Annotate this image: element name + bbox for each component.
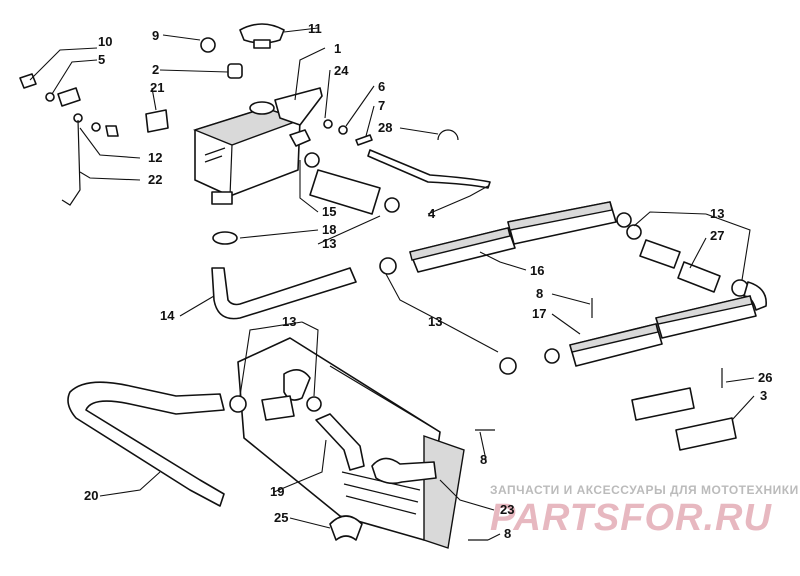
rail-brackets bbox=[631, 387, 737, 451]
callout-17: 17 bbox=[532, 306, 546, 321]
callout-2: 2 bbox=[152, 62, 159, 77]
watermark-logo: PARTSFOR.RU bbox=[490, 497, 772, 539]
hose-adapter bbox=[261, 395, 295, 421]
spacer-bushing bbox=[227, 63, 243, 79]
callout-18: 18 bbox=[322, 222, 336, 237]
radiator-outlet-hose bbox=[371, 457, 437, 485]
hose-clamp bbox=[229, 395, 247, 413]
leader-lines bbox=[29, 27, 755, 541]
hose-clamp bbox=[626, 224, 642, 240]
rear-hose bbox=[639, 239, 681, 269]
short-hose bbox=[309, 169, 381, 215]
washer bbox=[323, 119, 333, 129]
radiator-hose bbox=[315, 413, 365, 471]
spring-clamp bbox=[437, 129, 459, 141]
callout-13: 13 bbox=[710, 206, 724, 221]
heat-exchanger-upper bbox=[379, 201, 632, 275]
callout-24: 24 bbox=[334, 63, 349, 78]
callout-13: 13 bbox=[322, 236, 336, 251]
callout-numbers: 10 5 9 11 1 2 24 21 6 7 28 12 22 15 18 1… bbox=[84, 21, 772, 541]
callout-15: 15 bbox=[322, 204, 336, 219]
callout-9: 9 bbox=[152, 28, 159, 43]
hose-clamp bbox=[306, 396, 322, 412]
callout-19: 19 bbox=[270, 484, 284, 499]
callout-14: 14 bbox=[160, 308, 175, 323]
callout-3: 3 bbox=[760, 388, 767, 403]
lock-nut bbox=[338, 125, 348, 135]
callout-20: 20 bbox=[84, 488, 98, 503]
callout-8: 8 bbox=[536, 286, 543, 301]
support-rod bbox=[61, 119, 81, 206]
cap-screw bbox=[355, 134, 373, 146]
decal-label bbox=[145, 109, 169, 133]
callout-1: 1 bbox=[334, 41, 341, 56]
hose-clamp bbox=[304, 152, 320, 168]
callout-25: 25 bbox=[274, 510, 288, 525]
callout-6: 6 bbox=[378, 79, 385, 94]
coolant-tank bbox=[192, 101, 311, 205]
callout-21: 21 bbox=[150, 80, 164, 95]
callout-8: 8 bbox=[480, 452, 487, 467]
callout-11: 11 bbox=[308, 21, 322, 36]
watermark-tagline: ЗАПЧАСТИ И АКСЕССУАРЫ ДЛЯ МОТОТЕХНИКИ bbox=[490, 483, 799, 497]
callout-28: 28 bbox=[378, 120, 392, 135]
mounting-hardware bbox=[19, 73, 119, 137]
tank-bracket bbox=[274, 87, 323, 126]
rear-hose bbox=[677, 261, 721, 293]
hose-clamp bbox=[212, 231, 238, 245]
hose-clamp bbox=[384, 197, 400, 213]
grommet bbox=[200, 37, 216, 53]
callout-12: 12 bbox=[148, 150, 162, 165]
hose-clip bbox=[329, 515, 363, 541]
callout-13: 13 bbox=[282, 314, 296, 329]
callout-26: 26 bbox=[758, 370, 772, 385]
callout-22: 22 bbox=[148, 172, 162, 187]
callout-23: 23 bbox=[500, 502, 514, 517]
callout-16: 16 bbox=[530, 263, 544, 278]
overflow-hose bbox=[367, 149, 491, 189]
callout-7: 7 bbox=[378, 98, 385, 113]
callout-13: 13 bbox=[428, 314, 442, 329]
callout-5: 5 bbox=[98, 52, 105, 67]
heat-exchanger-lower bbox=[499, 295, 757, 375]
callout-8: 8 bbox=[504, 526, 511, 541]
radiator-cap bbox=[239, 23, 285, 49]
callout-27: 27 bbox=[710, 228, 724, 243]
long-coolant-hose bbox=[67, 381, 225, 507]
callout-10: 10 bbox=[98, 34, 112, 49]
elbow-hose bbox=[211, 267, 357, 320]
callout-4: 4 bbox=[428, 206, 436, 221]
